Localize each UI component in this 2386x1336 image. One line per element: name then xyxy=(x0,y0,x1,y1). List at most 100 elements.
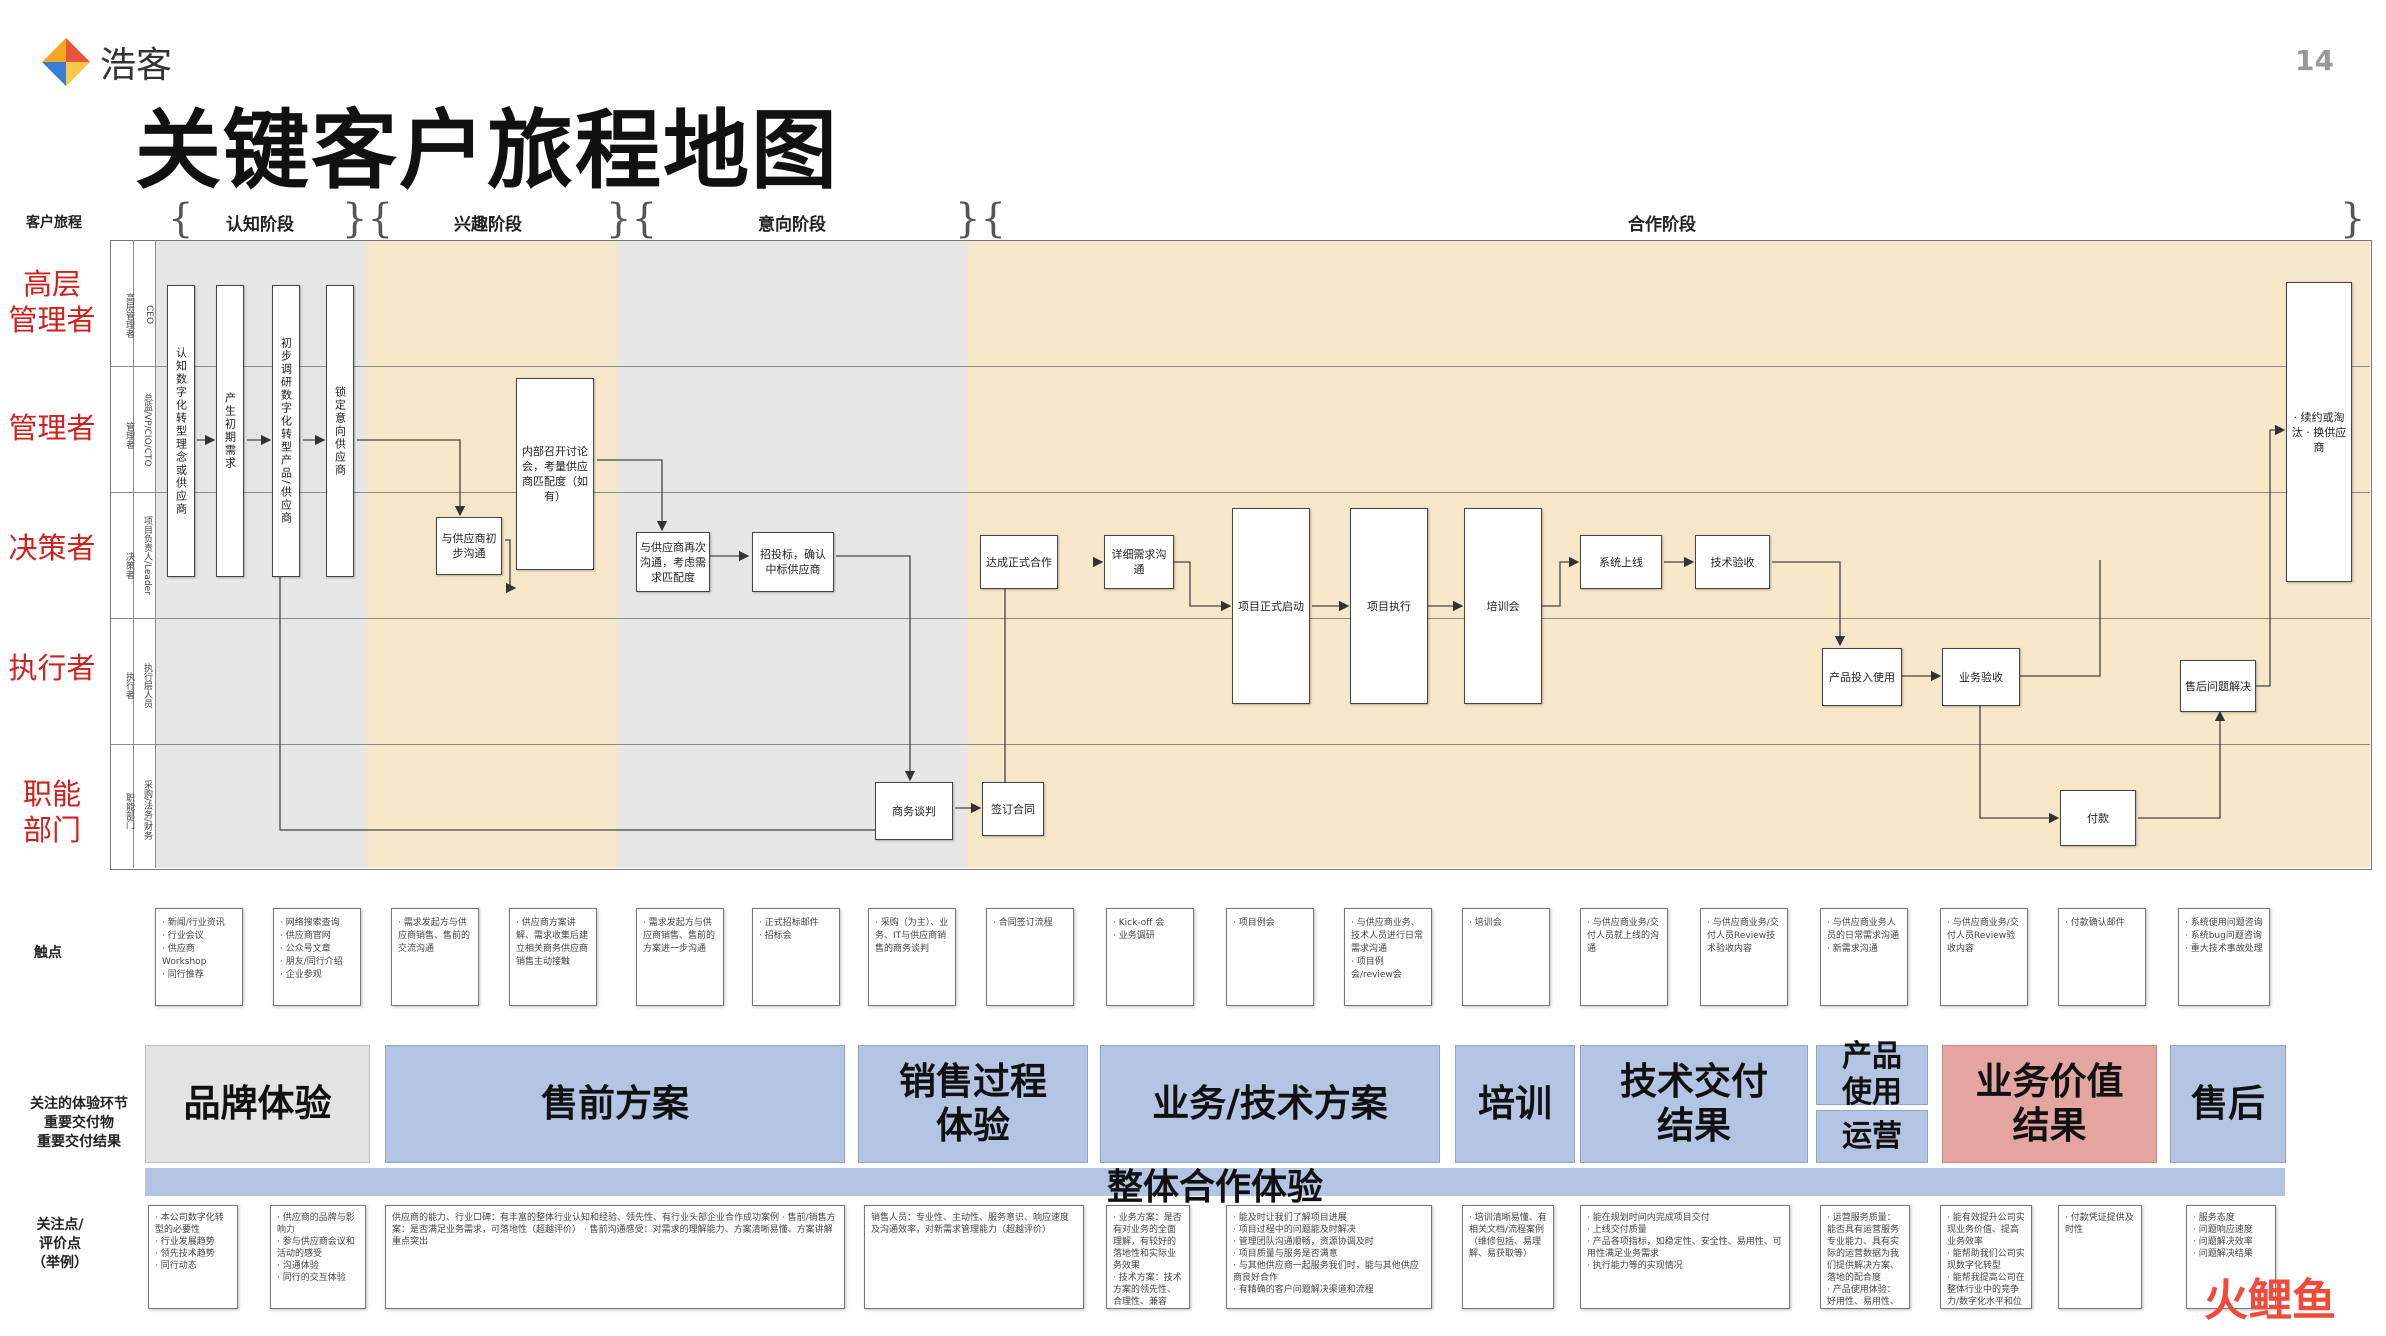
brace-open: { xyxy=(168,196,194,242)
stage-awareness: 认知阶段 xyxy=(226,215,294,235)
focus-card: · 培训清晰易懂、有相关文档/流程案例（维修包括、易理解、易获取等） xyxy=(1462,1205,1554,1309)
experience-brand: 品牌体验 xyxy=(145,1045,370,1163)
page-title: 关键客户旅程地图 xyxy=(135,101,839,201)
focus-card: · 运营服务质量：能否具有运营服务专业能力、具有实际的运营数据为我们提供解决方案… xyxy=(1820,1205,1910,1309)
node-initial-research: 初步调研数字化转型产品/供应商 xyxy=(272,285,300,577)
page-number: 14 xyxy=(2295,44,2334,77)
touchpoint-card: · 系统使用问题咨询 · 系统bug问题咨询 · 重大技术事故处理 xyxy=(2178,908,2270,1006)
experience-product-use: 产品 使用 xyxy=(1816,1039,1928,1110)
journey-row-label: 客户旅程 xyxy=(26,215,82,231)
node-lock-vendor: 锁定意向供应商 xyxy=(326,285,354,577)
stage-cooperation: 合作阶段 xyxy=(1628,215,1696,235)
lane-divider xyxy=(110,366,2370,367)
role-executor: 执行者 xyxy=(8,651,96,685)
brand-logo-icon xyxy=(40,36,92,88)
brace-close: } xyxy=(2340,196,2366,242)
subrole-label: 执行者 xyxy=(124,671,134,699)
subrole-detail: 总监/VP/CIO/CTO xyxy=(142,393,152,467)
touchpoint-card: · 与供应商业务/交付人员Review验收内容 xyxy=(1940,908,2028,1006)
swimlane-frame xyxy=(110,240,2372,870)
experience-delivery: 技术交付 结果 xyxy=(1580,1045,1808,1163)
node-aware-digital: 认知数字化转型理念或供应商 xyxy=(167,285,195,577)
stage-interest: 兴趣阶段 xyxy=(454,215,522,235)
experience-presales: 售前方案 xyxy=(385,1045,845,1163)
touchpoint-card: · 培训会 xyxy=(1462,908,1550,1006)
experience-label: 关注的体验环节 重要交付物 重要交付结果 xyxy=(30,1096,128,1150)
focus-card: · 付款凭证提供及时性 xyxy=(2058,1205,2142,1309)
focus-card: · 能有效提升公司实现业务价值、提高业务效率 · 能帮助我们公司实现数字化转型 … xyxy=(1940,1205,2032,1309)
focus-card: · 业务方案：是否有对业务的全面理解，有较好的落地性和实际业务效果 · 技术方案… xyxy=(1106,1205,1190,1309)
focus-card: 供应商的能力、行业口碑：有丰富的整体行业认知和经验、领先性、有行业头部企业合作成… xyxy=(385,1205,845,1309)
node-bidding: 招投标，确认中标供应商 xyxy=(752,532,834,592)
experience-sales-process: 销售过程 体验 xyxy=(858,1045,1088,1163)
subrole-label: 职能部门 xyxy=(124,793,134,829)
stage-band-cooperation xyxy=(967,240,2370,868)
node-second-contact: 与供应商再次沟通，考虑需求匹配度 xyxy=(636,532,710,592)
experience-training: 培训 xyxy=(1455,1045,1575,1163)
touchpoint-card: · 与供应商业务/交付人员Review技术验收内容 xyxy=(1700,908,1788,1006)
touchpoint-card: · 需求发起方与供应商销售、售前的方案进一步沟通 xyxy=(636,908,724,1006)
touchpoint-card: · 项目例会 xyxy=(1226,908,1314,1006)
overall-experience-bar xyxy=(145,1168,2285,1196)
subrole-detail: CEO xyxy=(144,305,154,325)
brace-close: }{ xyxy=(342,196,393,242)
experience-operation: 运营 xyxy=(1816,1110,1928,1163)
experience-solution: 业务/技术方案 xyxy=(1100,1045,1440,1163)
lane-divider xyxy=(155,240,156,868)
touchpoint-card: · 与供应商业务、技术人员进行日常需求沟通 · 项目例会/review会 xyxy=(1344,908,1432,1006)
lane-divider xyxy=(110,744,2370,745)
node-business-negotiation: 商务谈判 xyxy=(875,782,953,840)
subrole-label: 管理者 xyxy=(124,421,134,449)
lane-divider xyxy=(110,492,2370,493)
focus-card: · 服务态度 · 问题响应速度 · 问题解决效率 · 问题解决结果 xyxy=(2186,1205,2276,1309)
focus-card: · 能在规划时间内完成项目交付 · 上线交付质量 · 产品各项指标，如稳定性、安… xyxy=(1580,1205,1790,1309)
touchpoint-card: · 网络搜索查询 · 供应商官网 · 公众号文章 · 朋友/同行介绍 · 企业参… xyxy=(273,908,361,1006)
node-payment: 付款 xyxy=(2060,790,2136,846)
touchpoints-label: 触点 xyxy=(34,945,62,961)
touchpoint-card: · 新闻/行业资讯 · 行业会议 · 供应商Workshop · 同行推荐 xyxy=(155,908,243,1006)
experience-business-value: 业务价值 结果 xyxy=(1942,1045,2157,1163)
focus-card: 销售人员：专业性、主动性、服务意识、响应速度及沟通效率，对新需求管理能力（超越评… xyxy=(864,1205,1084,1309)
touchpoint-card: · 合同签订流程 xyxy=(986,908,1074,1006)
brace-close: }{ xyxy=(955,196,1006,242)
focus-card: · 供应商的品牌与影响力 · 参与供应商会议和活动的感受 · 沟通体验 · 同行… xyxy=(270,1205,366,1309)
touchpoint-card: · 与供应商业务人员的日常需求沟通 · 新需求沟通 xyxy=(1820,908,1908,1006)
node-renewal: · 续约或淘汰 · 换供应商 xyxy=(2286,282,2352,582)
touchpoint-card: · 需求发起方与供应商销售、售前的交流沟通 xyxy=(391,908,479,1006)
focus-card: · 本公司数字化转型的必要性 · 行业发展趋势 · 领先技术趋势 · 同行动态 xyxy=(148,1205,238,1309)
role-decision-maker: 决策者 xyxy=(8,531,96,565)
focus-label: 关注点/ 评价点 （举例） xyxy=(32,1217,88,1271)
touchpoint-card: · 供应商方案讲解、需求收集后建立相关商务供应商销售主动接触 xyxy=(509,908,597,1006)
node-training: 培训会 xyxy=(1464,508,1542,704)
lane-divider xyxy=(133,240,134,868)
node-first-contact: 与供应商初步沟通 xyxy=(436,517,502,575)
role-functional-dept: 职能 部门 xyxy=(22,777,81,847)
node-project-kickoff: 项目正式启动 xyxy=(1232,508,1310,704)
node-product-in-use: 产品投入使用 xyxy=(1822,648,1902,706)
subrole-detail: 项目负责人/Leader xyxy=(142,515,152,595)
experience-aftersales: 售后 xyxy=(2170,1045,2286,1163)
focus-card: · 能及时让我们了解项目进展 · 项目过程中的问题能及时解决 · 管理团队沟通顺… xyxy=(1226,1205,1432,1309)
role-manager: 管理者 xyxy=(8,411,96,445)
touchpoint-card: · 与供应商业务/交付人员就上线的沟通 xyxy=(1580,908,1668,1006)
brace-close: }{ xyxy=(606,196,657,242)
subrole-label: 决策者 xyxy=(124,551,134,579)
touchpoint-card: · 采购（为主）、业务、IT与供应商销售的商务谈判 xyxy=(868,908,956,1006)
node-aftersales-issue: 售后问题解决 xyxy=(2180,660,2256,712)
touchpoint-card: · 正式招标邮件 · 招标会 xyxy=(752,908,840,1006)
node-system-launch: 系统上线 xyxy=(1580,535,1662,589)
subrole-label: 高层管理者 xyxy=(124,292,134,338)
subrole-detail: 采购/法务/财务 xyxy=(142,779,152,841)
brand-name: 浩客 xyxy=(100,45,173,86)
node-formal-cooperation: 达成正式合作 xyxy=(980,535,1058,589)
watermark: 火鲤鱼 xyxy=(2204,1275,2336,1326)
overall-experience: 整体合作体验 xyxy=(1106,1167,1323,1208)
node-detailed-requirements: 详细需求沟通 xyxy=(1104,535,1174,589)
node-business-acceptance: 业务验收 xyxy=(1942,648,2020,706)
touchpoint-card: · Kick-off 会 · 业务调研 xyxy=(1106,908,1194,1006)
touchpoint-card: · 付款确认邮件 xyxy=(2058,908,2146,1006)
role-executive: 高层 管理者 xyxy=(8,267,96,337)
node-internal-meeting: 内部召开讨论会，考量供应商匹配度（如有） xyxy=(516,378,594,570)
node-tech-acceptance: 技术验收 xyxy=(1695,535,1770,589)
node-project-execution: 项目执行 xyxy=(1350,508,1428,704)
